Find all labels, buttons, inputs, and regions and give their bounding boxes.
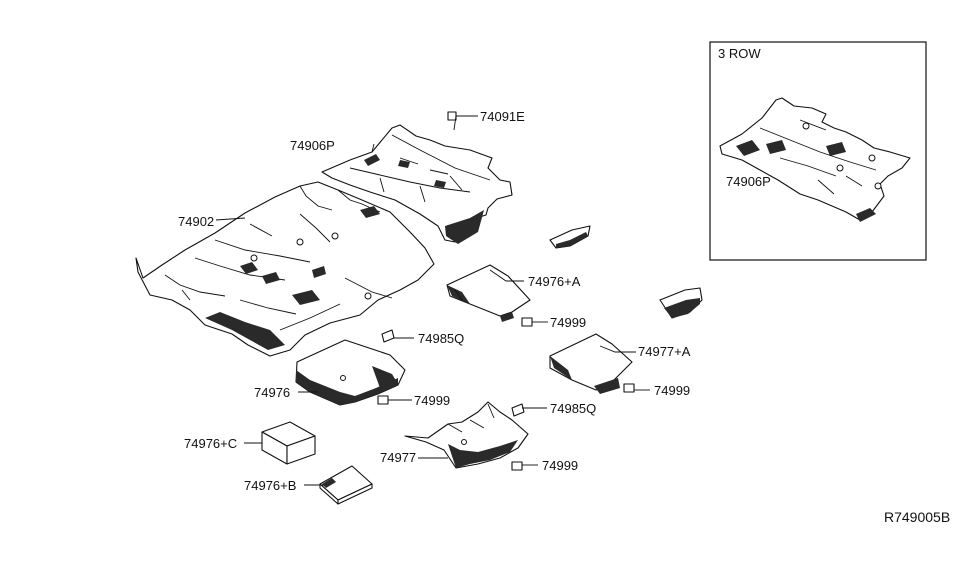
callout-labels: 3 ROW 74906P 74091E 74906P 74902 74976+A… (178, 46, 950, 525)
inset-title: 3 ROW (718, 46, 761, 61)
part-74976A-mat (446, 264, 531, 322)
clip-74985Q-mid (381, 329, 395, 343)
callout-74976C: 74976+C (184, 436, 237, 451)
part-74976B-pad (319, 465, 373, 505)
callout-74906P-inset: 74906P (726, 174, 771, 189)
callout-74985Q-b: 74985Q (550, 401, 596, 416)
callout-74091E: 74091E (480, 109, 525, 124)
part-74902-front-carpet (135, 181, 435, 357)
callout-74976A: 74976+A (528, 274, 581, 289)
callout-74999-b: 74999 (414, 393, 450, 408)
clip-74999-b (377, 395, 389, 405)
callout-74999-a: 74999 (550, 315, 586, 330)
part-74985Q-bracket-right (659, 287, 703, 319)
clip-74999-a (521, 317, 533, 327)
clip-74985Q-lower (511, 403, 525, 417)
part-74977-mat (404, 401, 529, 469)
callout-74906P: 74906P (290, 138, 335, 153)
part-74906P-rear-carpet (321, 124, 513, 244)
clip-74091E (447, 111, 457, 121)
clip-74999-d (511, 461, 523, 471)
callout-74977: 74977 (380, 450, 416, 465)
diagram-id: R749005B (884, 509, 950, 525)
callout-74985Q-a: 74985Q (418, 331, 464, 346)
callout-74976: 74976 (254, 385, 290, 400)
callout-74999-c: 74999 (654, 383, 690, 398)
inset-3row (709, 41, 927, 261)
part-74976C-box (261, 421, 316, 465)
callout-74999-d: 74999 (542, 458, 578, 473)
part-74977A-mat (549, 333, 633, 394)
part-74976-mat (295, 339, 406, 406)
callout-74976B: 74976+B (244, 478, 296, 493)
clip-74999-c (623, 383, 635, 393)
part-74985Q-bracket-upper (549, 225, 591, 249)
callout-74977A: 74977+A (638, 344, 691, 359)
callout-74902: 74902 (178, 214, 214, 229)
